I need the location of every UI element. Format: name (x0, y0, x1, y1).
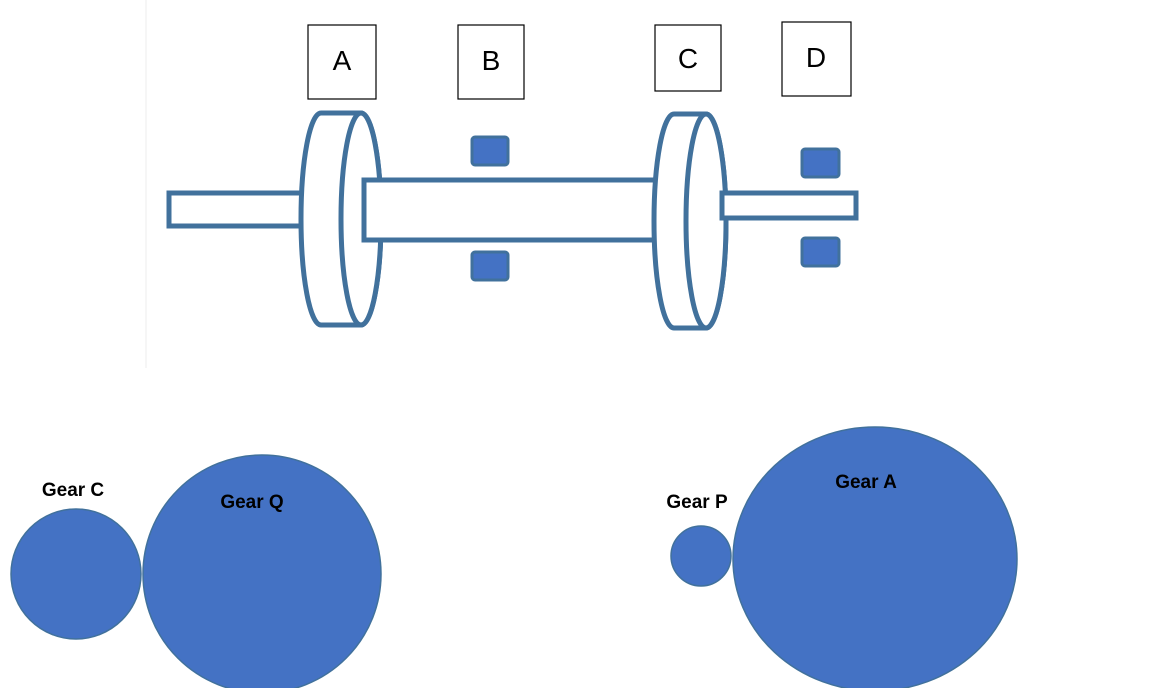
label-box-a: A (307, 24, 377, 100)
gear-a-label: Gear A (835, 472, 897, 493)
label-d: D (806, 42, 826, 73)
label-a: A (333, 45, 352, 76)
gear-q (142, 454, 382, 688)
gear-p (670, 525, 732, 587)
label-b: B (482, 45, 501, 76)
gear-p-label: Gear P (666, 492, 728, 513)
bearing-b-top (470, 135, 510, 167)
middle-shaft (361, 177, 662, 243)
gear-q-label: Gear Q (220, 492, 283, 513)
bearing-b-bottom (470, 250, 510, 282)
right-shaft (719, 190, 859, 221)
gear-c (10, 508, 142, 640)
wheel-c (651, 111, 729, 331)
label-box-d: D (781, 21, 852, 97)
gear-c-label: Gear C (42, 480, 105, 501)
label-box-c: C (654, 24, 722, 92)
label-c: C (678, 43, 698, 74)
bearing-d-top (800, 147, 841, 179)
left-shaft (166, 190, 308, 229)
bearing-d-bottom (800, 236, 841, 268)
gear-a (732, 426, 1018, 688)
label-box-b: B (457, 24, 525, 100)
